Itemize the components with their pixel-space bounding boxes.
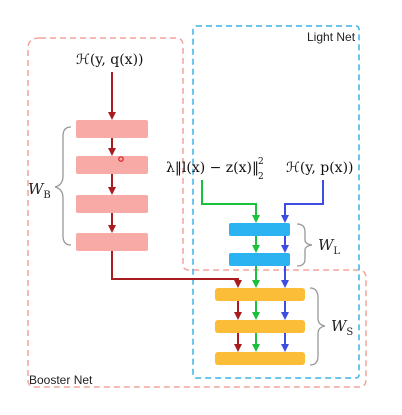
booster-layer-2 [76, 156, 148, 174]
light-layer-1 [229, 223, 290, 236]
light-weight-symbol: W [318, 236, 335, 254]
distillation-loss-subscript: 2 [258, 172, 264, 182]
distillation-arrow [201, 180, 260, 223]
shared-weight-symbol: W [331, 317, 348, 335]
booster-weight-subscript: B [43, 190, 50, 201]
shared-brace [309, 287, 326, 366]
distillation-loss-main: λ‖l(x) − z(x)‖ [166, 160, 259, 176]
shared-weight-label: WS [331, 317, 353, 338]
booster-loss-label: ℋ(y, q(x)) [76, 52, 144, 68]
booster-to-shared-arrow [111, 251, 242, 288]
shared-weight-subscript: S [346, 327, 353, 338]
booster-net-region [27, 37, 367, 388]
booster-weight-symbol: W [28, 180, 45, 198]
light-loss-label: ℋ(y, p(x)) [286, 160, 354, 176]
booster-brace [54, 126, 72, 246]
light-weight-label: WL [318, 236, 340, 257]
shared-layer-2 [215, 320, 305, 333]
booster-layer-1 [76, 120, 148, 138]
red-dot-icon [118, 156, 124, 162]
booster-layer-4 [76, 233, 148, 251]
light-layer-2 [229, 253, 290, 266]
shared-layer-1 [215, 288, 305, 301]
light-net-region [192, 25, 360, 379]
light-loss-arrow [281, 180, 324, 223]
shared-layer-3 [215, 352, 305, 365]
distillation-loss-superscript: 2 [258, 157, 264, 167]
light-weight-subscript: L [333, 246, 340, 257]
booster-layer-3 [76, 195, 148, 213]
booster-weight-label: WB [28, 180, 51, 201]
distillation-loss-label: λ‖l(x) − z(x)‖ [166, 160, 259, 176]
booster-net-label: Booster Net [29, 373, 93, 387]
light-net-label: Light Net [307, 30, 356, 44]
light-brace [296, 223, 313, 267]
